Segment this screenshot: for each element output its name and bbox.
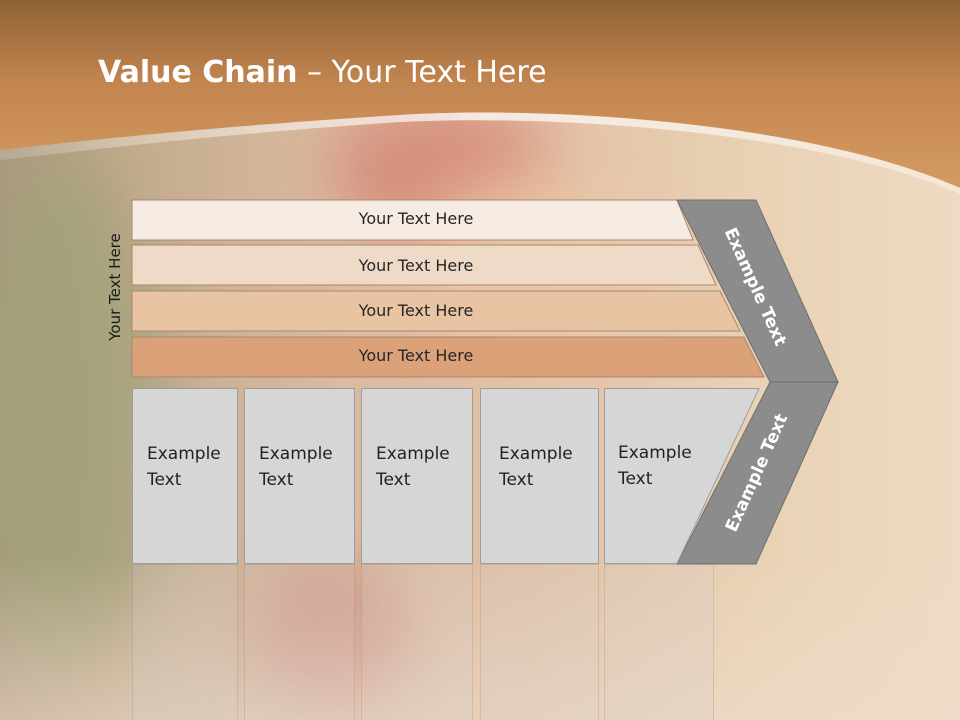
background-fade [0,560,960,720]
reflection-box-2 [244,564,355,720]
activity-box-1-line1: Example [147,444,221,464]
activity-box-3-line1: Example [376,444,450,464]
title-bold: Value Chain [98,55,298,90]
bar-3-shape [131,290,741,332]
activity-box-5-line2: Text [618,469,653,489]
bar-4-shape [131,336,765,378]
diagram-reflection [0,564,960,720]
bar-2-shape [131,244,717,286]
activity-box-4-line2: Text [499,470,534,490]
activity-box-1-line2: Text [147,470,182,490]
activity-box-5-line1: Example [618,443,692,463]
title-rest: – Your Text Here [297,55,547,90]
arrow-lower-shape [676,381,839,565]
reflection-box-3 [361,564,473,720]
header-band [0,0,960,194]
bar-1-shape [131,199,694,241]
bar-2-label: Your Text Here [358,256,474,275]
bar-4-label: Your Text Here [358,346,474,365]
bar-1-label: Your Text Here [358,209,474,228]
reflection-box-4 [480,564,599,720]
slide-title: Value Chain – Your Text Here [98,55,547,90]
bar-3-label: Your Text Here [358,301,474,320]
reflection-box-1 [132,564,238,720]
activity-box-5-shape [604,388,760,564]
reflection-box-5 [604,564,714,720]
activity-box-2-line1: Example [259,444,333,464]
activity-box-4-line1: Example [499,444,573,464]
activity-box-2-line2: Text [259,470,294,490]
activity-box-3-line2: Text [376,470,411,490]
